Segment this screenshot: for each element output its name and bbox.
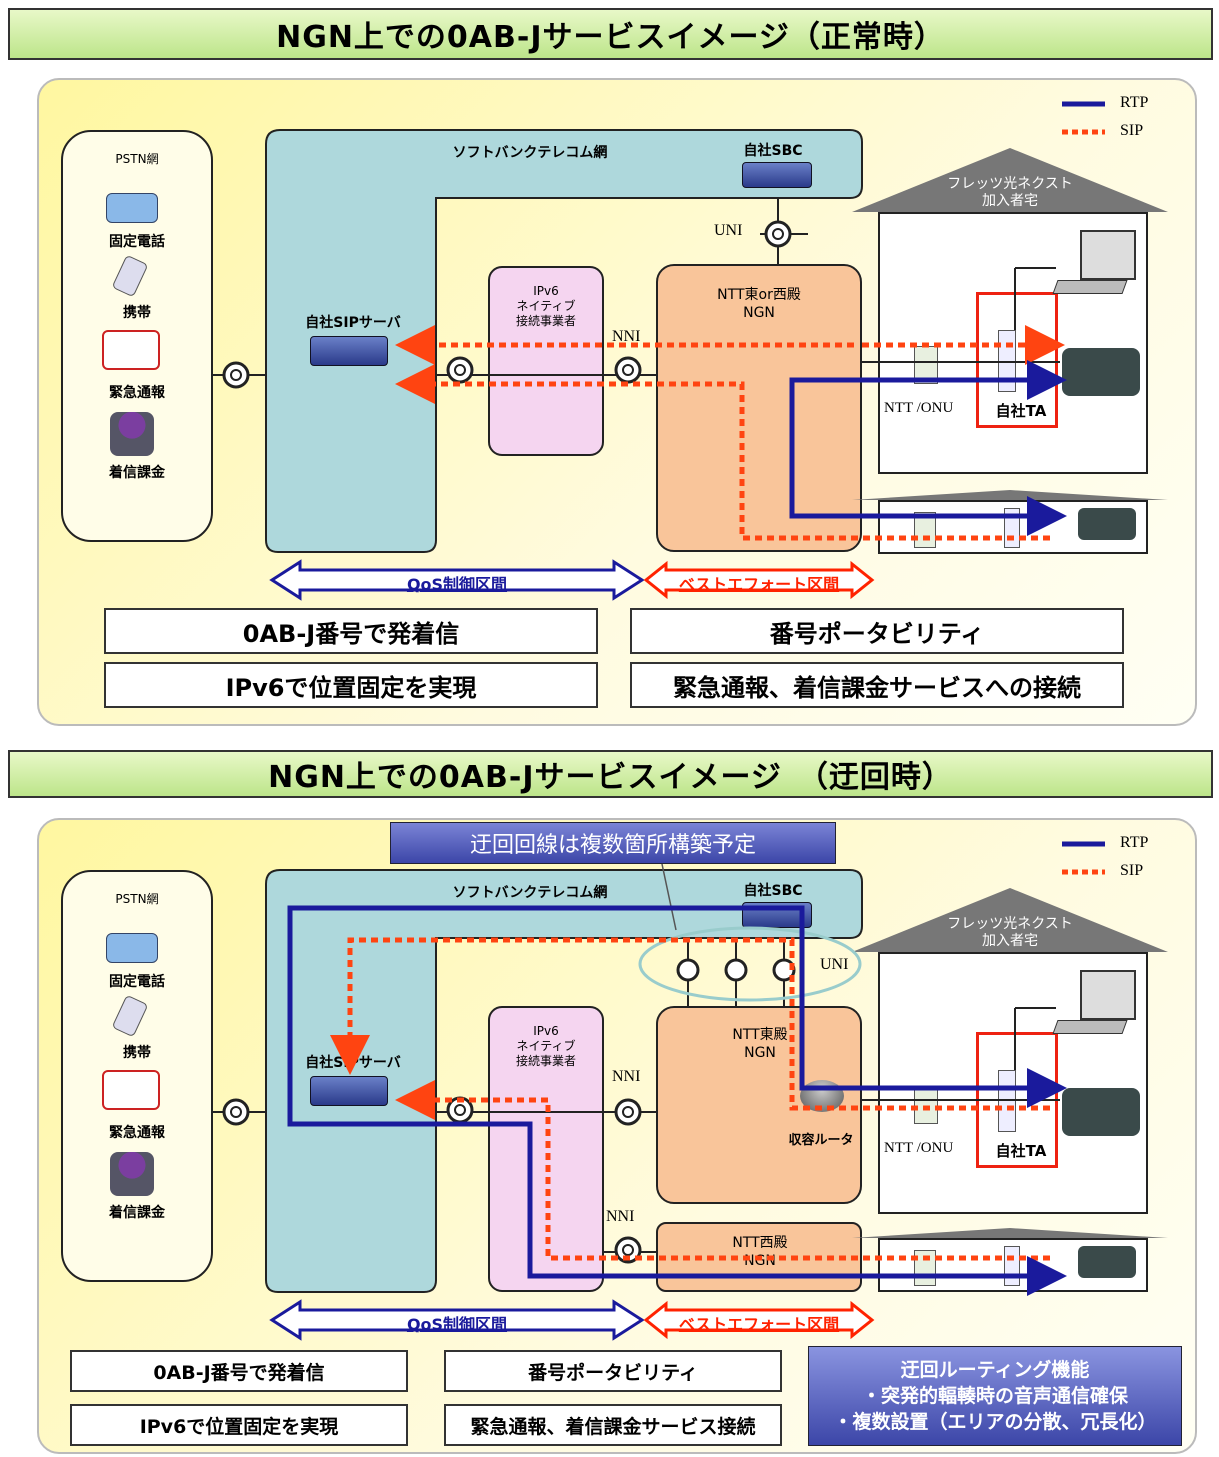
operator-icon [110,412,154,456]
detour-title: 迂回ルーティング機能 [900,1359,1090,1381]
top-pstn-emergency: 緊急通報 [109,385,165,401]
top-feature-ipv6: IPv6で位置固定を実現 [104,662,598,708]
top-qos-label: QoS制御区間 [406,575,508,594]
bottom-ipv6-l3: 接続事業者 [515,1054,576,1068]
bottom-ipv6-l1: IPv6 [533,1024,559,1038]
bottom-ipv6-box [488,1006,604,1292]
bottom-pstn-fixed: 固定電話 [109,974,165,990]
onu2-icon [914,512,936,548]
top-ipv6-box [488,266,604,456]
top-pstn-title: PSTN網 [115,152,159,166]
bottom-title: NGN上での0AB-Jサービスイメージ （迂回時） [8,750,1213,798]
top-ipv6-l1: IPv6 [533,284,559,298]
bottom-pstn-mobile: 携帯 [123,1045,151,1061]
top-ntt-onu-label: NTT /ONU [884,400,954,416]
top-sip-server-label: 自社SIPサーバ [305,315,401,331]
bottom-uni-label: UNI [820,956,849,973]
top-ta-label: 自社TA [995,402,1047,420]
top-ipv6-l2: ネイティブ [516,299,576,313]
bottom-ntt-onu-label: NTT /ONU [884,1140,954,1156]
ambulance-icon [102,1070,160,1110]
bottom-pstn-title: PSTN網 [115,892,159,906]
top-title: NGN上での0AB-Jサービスイメージ（正常時） [8,8,1213,60]
bottom-ngn-east-l2: NGN [744,1045,776,1061]
top-house-l1: フレッツ光ネクスト [947,176,1073,192]
sip-server-icon [310,1076,388,1106]
bottom-pstn-emergency: 緊急通報 [109,1125,165,1141]
bottom-ngn-west-l1: NTT西殿 [732,1235,788,1251]
bottom-qos-label: QoS制御区間 [406,1315,508,1334]
phone2-icon [1078,1246,1136,1278]
onu-icon [914,1086,938,1124]
bottom-ngn-east-l1: NTT東殿 [732,1027,788,1043]
bottom-pstn-freecall: 着信課金 [109,1205,165,1221]
bottom-callout: 迂回回線は複数箇所構築予定 [390,822,836,864]
bottom-ta-label: 自社TA [995,1142,1047,1160]
top-feature-emergency: 緊急通報、着信課金サービスへの接続 [630,662,1124,708]
top-house-l2: 加入者宅 [982,193,1038,209]
bottom-detour-box: 迂回ルーティング機能 ・突発的輻輳時の音声通信確保 ・複数設置（エリアの分散、冗… [808,1346,1182,1446]
bottom-softbank-label: ソフトバンクテレコム網 [452,885,608,901]
top-ngn-l2: NGN [743,305,775,321]
ip-phone-icon [1062,1088,1140,1136]
bottom-pstn-box [61,870,213,1282]
ambulance-icon [102,330,160,370]
top-legend-sip: SIP [1120,122,1144,139]
pc-icon [1080,230,1136,280]
detour-point-2: ・複数設置（エリアの分散、冗長化） [833,1411,1157,1433]
bottom-feature-emergency: 緊急通報、着信課金サービス接続 [444,1404,782,1446]
bottom-nni-label-1: NNI [612,1068,641,1085]
bottom-legend-sip: SIP [1120,862,1144,879]
top-feature-portability: 番号ポータビリティ [630,608,1124,654]
bottom-feature-ipv6: IPv6で位置固定を実現 [70,1404,408,1446]
top-ipv6-l3: 接続事業者 [515,314,576,328]
bottom-house-l2: 加入者宅 [982,933,1038,949]
bottom-nni-label-2: NNI [606,1208,635,1225]
top-ngn-box [656,264,862,552]
top-sbc-label: 自社SBC [743,143,803,159]
bottom-house-l1: フレッツ光ネクスト [947,916,1073,932]
top-pstn-freecall: 着信課金 [109,465,165,481]
operator-icon [110,1152,154,1196]
top-pstn-mobile: 携帯 [123,305,151,321]
bottom-sbc-label: 自社SBC [743,883,803,899]
top-best-effort-label: ベストエフォート区間 [678,575,840,594]
top-softbank-label: ソフトバンクテレコム網 [452,145,608,161]
top-feature-0ab: 0AB-J番号で発着信 [104,608,598,654]
pc-icon [1080,970,1136,1020]
top-legend-rtp: RTP [1120,94,1149,111]
top-ngn-l1: NTT東or西殿 [717,287,801,303]
bottom-best-effort-label: ベストエフォート区間 [678,1315,840,1334]
bottom-ipv6-l2: ネイティブ [516,1039,576,1053]
bottom-router-label: 収容ルータ [788,1133,854,1148]
phone-icon [106,193,158,223]
ip-phone-icon [1062,348,1140,396]
bottom-feature-portability: 番号ポータビリティ [444,1350,782,1392]
detour-point-1: ・突発的輻輳時の音声通信確保 [861,1385,1128,1407]
phone-icon [106,933,158,963]
top-uni-label: UNI [714,222,743,239]
sbc-icon [742,162,812,188]
bottom-legend-rtp: RTP [1120,834,1149,851]
bottom-feature-0ab: 0AB-J番号で発着信 [70,1350,408,1392]
sip-server-icon [310,336,388,366]
phone2-icon [1078,508,1136,540]
top-pstn-fixed: 固定電話 [109,234,165,250]
top-nni-label: NNI [612,328,641,345]
